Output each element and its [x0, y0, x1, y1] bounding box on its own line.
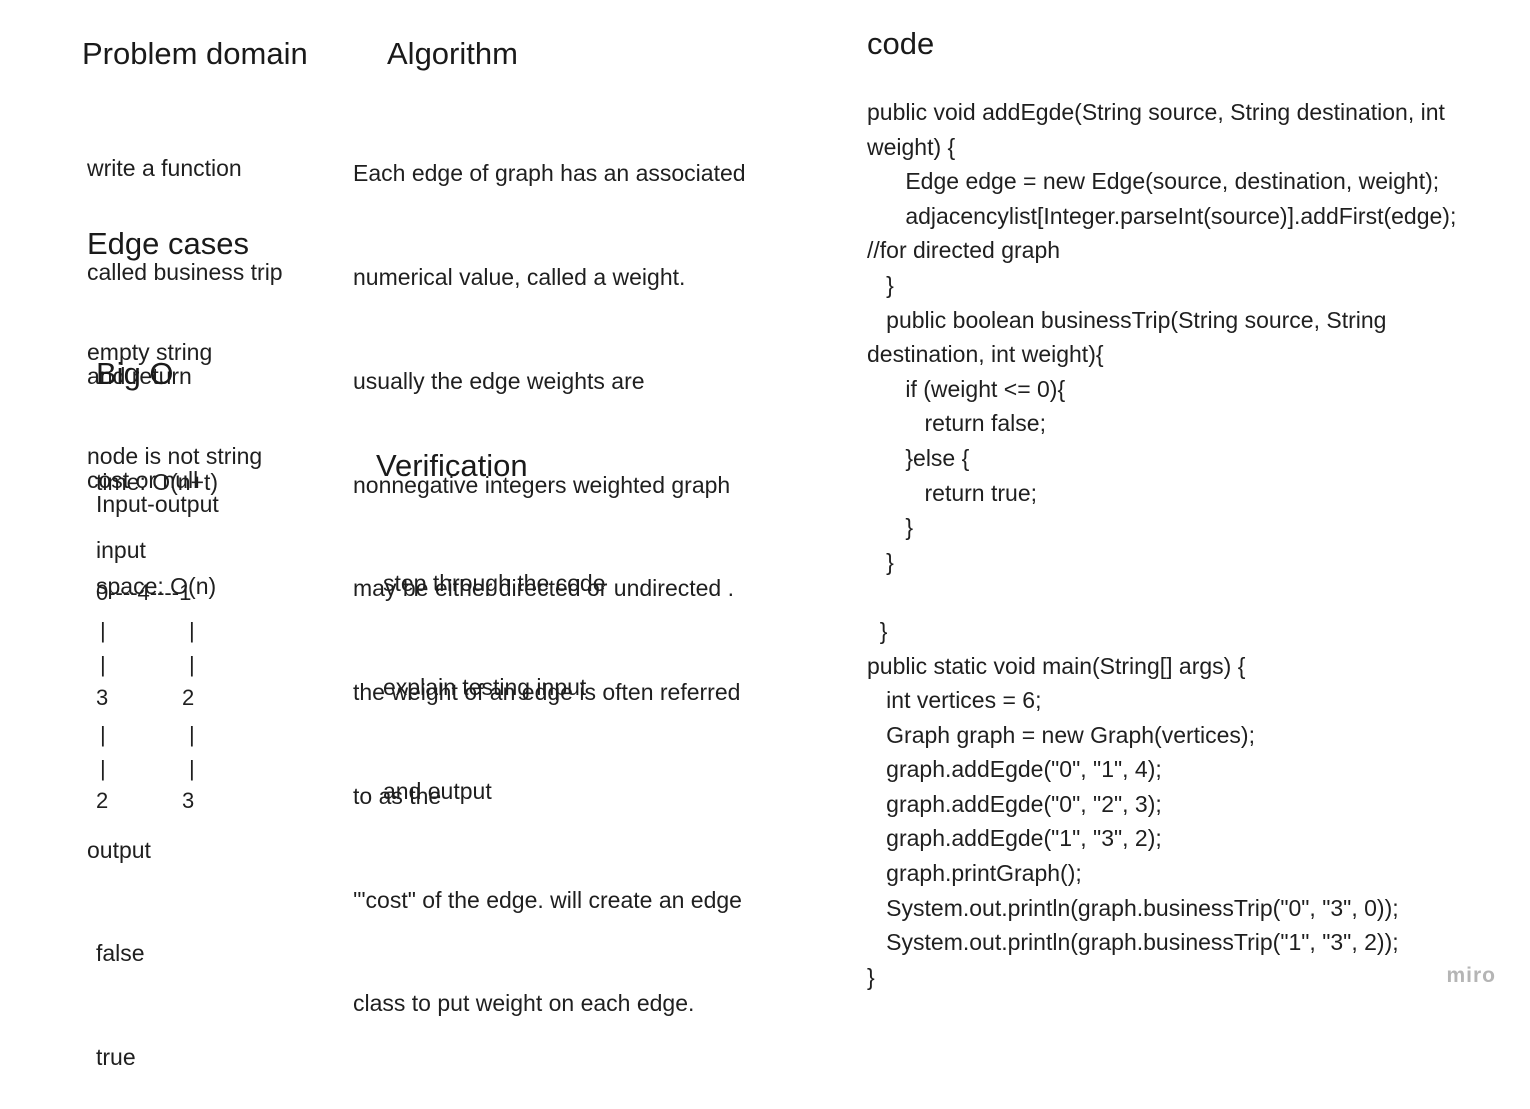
edge-cases-heading: Edge cases	[87, 226, 249, 261]
edge-cases-line: node is not string	[87, 442, 263, 469]
code-line: System.out.println(graph.businessTrip("1…	[867, 929, 1399, 956]
code-line: if (weight <= 0){	[867, 375, 1066, 402]
output-label: output	[87, 837, 151, 863]
code-line: }	[867, 514, 914, 541]
verification-line: and output	[383, 777, 492, 804]
algorithm-line: '"cost" of the edge. will create an edge	[353, 886, 742, 913]
input-output-heading: Input-output	[96, 491, 219, 517]
algorithm-line: usually the edge weights are	[353, 367, 645, 394]
code-line	[867, 579, 1527, 614]
graph-right-col-item: |	[189, 722, 195, 747]
verification-heading: Verification	[376, 448, 528, 483]
algorithm-text: Each edge of graph has an associated num…	[353, 87, 746, 1056]
code-line: public static void main(String[] args) {	[867, 652, 1246, 679]
code-line: Edge edge = new Edge(source, destination…	[867, 168, 1440, 195]
input-graph: 0----4----1 | | 3 | | 2 | | 2 | | 3	[96, 580, 236, 820]
miro-watermark: miro	[1446, 964, 1496, 987]
graph-left-col-item: 2	[96, 788, 109, 813]
algorithm-line: the weight of an edge is often referred	[353, 679, 741, 706]
code-line: return false;	[867, 410, 1046, 437]
code-line: graph.addEgde("0", "2", 3);	[867, 790, 1162, 817]
algorithm-heading: Algorithm	[387, 36, 518, 71]
graph-left-col-item: |	[100, 756, 106, 781]
big-o-line: space: O(n)	[96, 572, 217, 599]
code-line: public boolean businessTrip(String sourc…	[867, 306, 1387, 333]
code-line: return true;	[867, 479, 1038, 506]
code-block: public void addEgde(String source, Strin…	[867, 95, 1527, 994]
code-line: public void addEgde(String source, Strin…	[867, 99, 1445, 125]
problem-domain-line: called business trip	[87, 258, 283, 285]
problem-domain-heading: Problem domain	[82, 36, 308, 71]
graph-left-col-item: 3	[96, 685, 109, 710]
output-text: false true	[96, 867, 145, 1109]
algorithm-line: may be either directed or undirected .	[353, 575, 734, 602]
verification-line: step through the code	[383, 570, 606, 597]
algorithm-line: class to put weight on each edge.	[353, 990, 695, 1017]
big-o-line: time: O(n+t)	[96, 469, 219, 496]
input-label: input	[96, 537, 146, 563]
graph-right-col-item: |	[189, 652, 195, 677]
output-line: true	[96, 1043, 136, 1070]
code-line: adjacencylist[Integer.parseInt(source)].…	[867, 202, 1457, 229]
output-line: false	[96, 940, 145, 967]
verification-line: explain testing input	[383, 673, 587, 700]
verification-text: step through the code explain testing in…	[383, 497, 606, 843]
graph-right-col-item: |	[189, 618, 195, 643]
code-line: }	[867, 548, 894, 575]
big-o-text: time: O(n+t) space: O(n)	[96, 396, 218, 638]
algorithm-line: Each edge of graph has an associated	[353, 160, 746, 187]
code-line: graph.printGraph();	[867, 860, 1082, 887]
code-line: int vertices = 6;	[867, 687, 1042, 714]
code-line: System.out.println(graph.businessTrip("0…	[867, 894, 1399, 921]
code-line: Graph graph = new Graph(vertices);	[867, 721, 1255, 748]
code-line: }	[867, 617, 888, 644]
code-line: //for directed graph	[867, 237, 1061, 264]
edge-cases-line: empty string	[87, 339, 213, 366]
code-heading: code	[867, 26, 935, 61]
graph-left-col-item: |	[100, 722, 106, 747]
graph-left-col-item: |	[100, 618, 106, 643]
code-line: graph.addEgde("1", "3", 2);	[867, 825, 1162, 852]
algorithm-line: numerical value, called a weight.	[353, 263, 686, 290]
problem-domain-line: and return	[87, 362, 192, 389]
code-line: }	[867, 963, 875, 990]
graph-right-col-item: 2	[182, 685, 195, 710]
code-line: destination, int weight){	[867, 341, 1104, 368]
problem-domain-line: write a function	[87, 155, 242, 182]
algorithm-line: nonnegative integers weighted graph	[353, 471, 731, 498]
code-line: }else {	[867, 444, 970, 471]
problem-domain-line: cost or null	[87, 466, 199, 493]
problem-domain-text: write a function called business trip an…	[87, 82, 283, 532]
graph-right-col-item: 3	[182, 788, 195, 813]
code-line: graph.addEgde("0", "1", 4);	[867, 756, 1162, 783]
graph-left-col-item: |	[100, 652, 106, 677]
graph-top-row: 0----4----1	[96, 580, 192, 605]
algorithm-line: to as the	[353, 782, 442, 809]
code-line: }	[867, 271, 894, 298]
code-line: weight) {	[867, 133, 956, 160]
big-o-heading: Big O	[96, 356, 174, 391]
graph-right-col-item: |	[189, 756, 195, 781]
edge-cases-text: empty string node is not string	[87, 266, 262, 508]
